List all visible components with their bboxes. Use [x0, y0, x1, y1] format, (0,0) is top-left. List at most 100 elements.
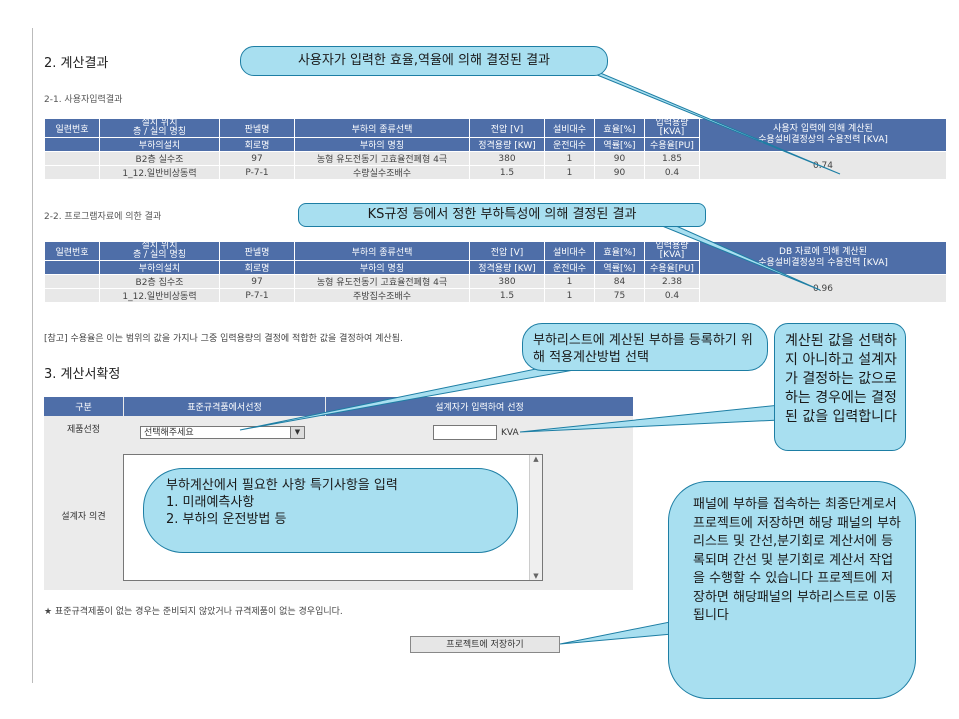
- col-header: 효율[%]: [594, 241, 645, 261]
- col-header: 부하의 종류선택: [294, 241, 470, 261]
- callout-line: 2. 부하의 운전방법 등: [166, 512, 287, 527]
- standard-product-select[interactable]: 선택해주세요 ▼: [140, 426, 305, 439]
- col-header: 일련번호: [44, 241, 100, 261]
- col-header: 부하의설치: [99, 137, 220, 152]
- table-cell: 1_12.일반비상동력: [99, 288, 220, 303]
- col-header: 부하의설치: [99, 260, 220, 275]
- table-cell: 1: [544, 288, 595, 303]
- table-cell: 1_12.일반비상동력: [99, 165, 220, 180]
- callout-designer-notes: 부하계산에서 필요한 사항 특기사항을 입력 1. 미래예측사항 2. 부하의 …: [143, 468, 518, 553]
- table-cell: 2.38: [644, 274, 700, 289]
- designer-opinion-label: 설계자 의견: [61, 512, 106, 522]
- callout-save-project: 패널에 부하를 접속하는 최종단계로서 프로젝트에 저장하면 해당 패널의 부하…: [668, 481, 916, 699]
- table-cell: 농형 유도전동기 고효율전폐형 4극: [294, 151, 470, 166]
- table-cell: 수량실수조배수: [294, 165, 470, 180]
- subsection-user-input: 2-1. 사용자입력결과: [44, 95, 123, 105]
- table-cell: 1.5: [469, 165, 545, 180]
- col-header: 회로명: [219, 260, 295, 275]
- table-cell: [44, 288, 100, 303]
- col-header: 사용자 입력에 의해 계산된 수용설비결정상의 수용전력 [KVA]: [699, 118, 947, 152]
- table-cell: 0.4: [644, 288, 700, 303]
- col-header: 설치 위치 층 / 실의 명칭: [99, 241, 220, 261]
- table-cell: [44, 274, 100, 289]
- table-cell: 1: [544, 165, 595, 180]
- bar-col-standard: 표준규격품에서선정: [124, 397, 325, 416]
- chevron-down-icon[interactable]: ▼: [290, 427, 304, 438]
- table-cell: 주방집수조배수: [294, 288, 470, 303]
- table-cell: 1: [544, 151, 595, 166]
- col-header: 일련번호: [44, 118, 100, 138]
- left-border-line: [32, 28, 33, 683]
- col-header: 수용율[PU]: [644, 260, 700, 275]
- col-header: DB 자료에 의해 계산된 수용설비결정상의 수용전력 [KVA]: [699, 241, 947, 275]
- bar-col-designer: 설계자가 입력하여 선정: [326, 397, 633, 416]
- col-header: 수용율[PU]: [644, 137, 700, 152]
- table-cell: 1.5: [469, 288, 545, 303]
- table-cell: P-7-1: [219, 165, 295, 180]
- table-cell: 380: [469, 151, 545, 166]
- scroll-down-icon[interactable]: ▼: [533, 572, 539, 580]
- col-header: 설비대수: [544, 118, 595, 138]
- table-cell: 380: [469, 274, 545, 289]
- user-input-table: 일련번호 설치 위치 층 / 실의 명칭 판넬명 부하의 종류선택 전압 [V]…: [44, 118, 947, 180]
- col-header: 운전대수: [544, 260, 595, 275]
- col-header: 정격용량 [KW]: [469, 260, 545, 275]
- col-header: 역률[%]: [594, 260, 645, 275]
- reference-note: [참고] 수용율은 이는 범위의 값을 가지나 그중 입력용량의 결정에 적합한…: [44, 334, 403, 344]
- textarea-scrollbar[interactable]: ▲ ▼: [529, 455, 542, 580]
- col-header: 효율[%]: [594, 118, 645, 138]
- col-header: 판넬명: [219, 241, 295, 261]
- table-cell: [44, 165, 100, 180]
- subsection-program-data: 2-2. 프로그램자료에 의한 결과: [44, 212, 162, 222]
- product-select-label: 제품선정: [66, 425, 101, 435]
- section-title-confirm: 3. 계산서확정: [44, 367, 121, 382]
- col-header: 역률[%]: [594, 137, 645, 152]
- demand-power-result: 0.74: [699, 151, 947, 180]
- table-cell: 75: [594, 288, 645, 303]
- table-cell: 84: [594, 274, 645, 289]
- save-to-project-button[interactable]: 프로젝트에 저장하기: [410, 636, 560, 653]
- table-cell: 1.85: [644, 151, 700, 166]
- table-cell: 농형 유도전동기 고효율전폐형 4극: [294, 274, 470, 289]
- table-cell: B2층 집수조: [99, 274, 220, 289]
- scroll-up-icon[interactable]: ▲: [533, 455, 539, 463]
- table-cell: 97: [219, 151, 295, 166]
- callout-method-select: 부하리스트에 계산된 부하를 등록하기 위해 적용계산방법 선택: [522, 323, 768, 371]
- col-header: 정격용량 [KW]: [469, 137, 545, 152]
- col-header-blank: [44, 137, 100, 152]
- section-title-results: 2. 계산결과: [44, 56, 109, 71]
- table-cell: 90: [594, 165, 645, 180]
- standard-product-note: ★ 표준규격제품이 없는 경우는 준비되지 않았거나 규격제품이 없는 경우입니…: [44, 607, 343, 617]
- col-header: 부하의 종류선택: [294, 118, 470, 138]
- table-cell: B2층 실수조: [99, 151, 220, 166]
- col-header: 전압 [V]: [469, 241, 545, 261]
- callout-ks-result: KS규정 등에서 정한 부하특성에 의해 결정된 결과: [298, 203, 706, 227]
- table-cell: 97: [219, 274, 295, 289]
- col-header: 운전대수: [544, 137, 595, 152]
- table-cell: 1: [544, 274, 595, 289]
- table-row: B2층 집수조 97 농형 유도전동기 고효율전폐형 4극 380 1 84 2…: [44, 274, 947, 303]
- bar-col-category: 구분: [44, 397, 123, 416]
- table-cell: [44, 151, 100, 166]
- col-header: 입력용량 [KVA]: [644, 118, 700, 138]
- col-header-blank: [44, 260, 100, 275]
- demand-power-result: 0.96: [699, 274, 947, 303]
- col-header: 설치 위치 층 / 실의 명칭: [99, 118, 220, 138]
- callout-line: 1. 미래예측사항: [166, 495, 255, 510]
- col-header: 판넬명: [219, 118, 295, 138]
- col-header: 전압 [V]: [469, 118, 545, 138]
- callout-user-input-result: 사용자가 입력한 효율,역율에 의해 결정된 결과: [240, 46, 608, 76]
- col-header: 부하의 명칭: [294, 137, 470, 152]
- col-header: 입력용량 [KVA]: [644, 241, 700, 261]
- col-header: 설비대수: [544, 241, 595, 261]
- table-cell: 90: [594, 151, 645, 166]
- table-row: B2층 실수조 97 농형 유도전동기 고효율전폐형 4극 380 1 90 1…: [44, 151, 947, 180]
- callout-designer-value: 계산된 값을 선택하지 아니하고 설계자가 결정하는 값으로 하는 경우에는 결…: [774, 323, 906, 451]
- callout-line: 부하계산에서 필요한 사항 특기사항을 입력: [166, 478, 398, 493]
- kva-input[interactable]: [433, 425, 497, 440]
- table-cell: P-7-1: [219, 288, 295, 303]
- col-header: 회로명: [219, 137, 295, 152]
- kva-unit: KVA: [501, 428, 519, 438]
- table-cell: 0.4: [644, 165, 700, 180]
- program-data-table: 일련번호 설치 위치 층 / 실의 명칭 판넬명 부하의 종류선택 전압 [V]…: [44, 241, 947, 303]
